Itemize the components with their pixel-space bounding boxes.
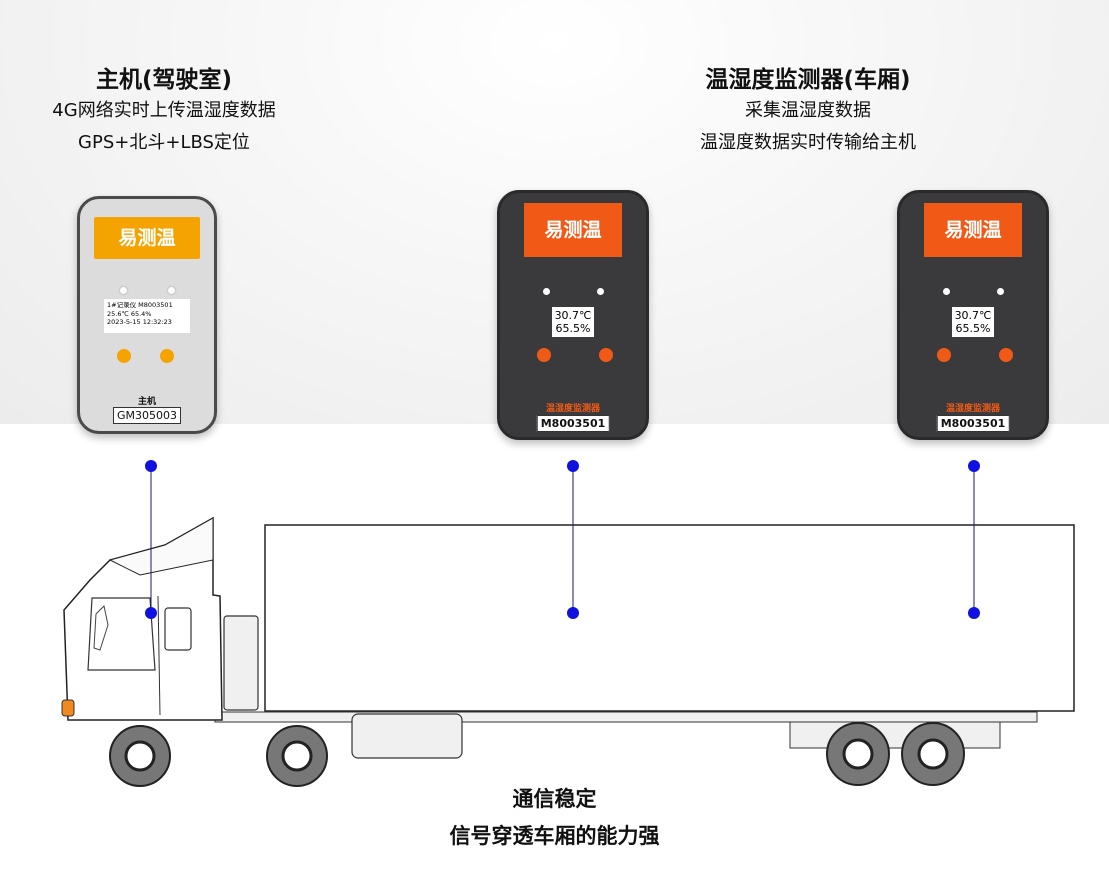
host-screen-line2: 25.6℃ 65.4% bbox=[107, 309, 152, 318]
sensor-2-connector bbox=[968, 460, 980, 619]
sensor-1-brand-logo: 易测温 bbox=[524, 203, 622, 257]
host-device-name: 主机 bbox=[137, 397, 157, 407]
sensor-title: 温湿度监测器(车厢) bbox=[705, 67, 911, 93]
host-led-left bbox=[120, 287, 127, 294]
host-screen-line1: 1#记录仪 M8003501 bbox=[107, 301, 173, 309]
host-serial: GM305003 bbox=[112, 407, 182, 424]
host-led-right bbox=[168, 287, 175, 294]
rear-wheel-2 bbox=[901, 722, 965, 786]
sensor-2-brand-logo: 易测温 bbox=[924, 203, 1022, 257]
fuel-tank bbox=[351, 713, 463, 759]
sensor-2-humidity: 65.5% bbox=[955, 322, 991, 335]
air-tank bbox=[223, 615, 259, 711]
sensor-2-left-button bbox=[937, 348, 951, 362]
cab-mirror bbox=[93, 604, 109, 651]
sensor-device-2: 易测温 30.7℃ 65.5% 温湿度监测器 M8003501 bbox=[897, 190, 1049, 440]
sensor-2-led-right bbox=[997, 288, 1004, 295]
host-desc-line1: 4G网络实时上传温湿度数据 bbox=[52, 100, 276, 121]
sensor-1-led-right bbox=[597, 288, 604, 295]
sensor-device-1: 易测温 30.7℃ 65.5% 温湿度监测器 M8003501 bbox=[497, 190, 649, 440]
sensor-2-temp: 30.7℃ bbox=[954, 309, 992, 322]
sensor-1-screen: 30.7℃ 65.5% bbox=[552, 307, 594, 337]
rear-underrun bbox=[789, 721, 1001, 749]
host-power-button bbox=[160, 349, 174, 363]
sensor-1-connector bbox=[567, 460, 579, 619]
cab-door-line bbox=[157, 595, 161, 716]
sensor-2-screen: 30.7℃ 65.5% bbox=[952, 307, 994, 337]
host-connector bbox=[145, 460, 157, 619]
host-device: 易测温 1#记录仪 M8003501 25.6℃ 65.4% 2023-5-15… bbox=[77, 196, 217, 434]
sensor-2-led-left bbox=[943, 288, 950, 295]
sensor-1-serial: M8003501 bbox=[536, 415, 610, 432]
sensor-2-serial: M8003501 bbox=[936, 415, 1010, 432]
host-title: 主机(驾驶室) bbox=[95, 67, 233, 93]
front-wheel bbox=[109, 725, 171, 787]
sensor-desc-line2: 温湿度数据实时传输给主机 bbox=[700, 132, 916, 153]
cab-side-window bbox=[164, 607, 192, 651]
sensor-2-name: 温湿度监测器 bbox=[945, 404, 1001, 414]
sensor-1-left-button bbox=[537, 348, 551, 362]
chassis-rail bbox=[214, 711, 1038, 723]
sensor-2-right-button bbox=[999, 348, 1013, 362]
host-brand-logo: 易测温 bbox=[94, 217, 200, 259]
middle-wheel bbox=[266, 725, 328, 787]
cab-windshield bbox=[87, 597, 156, 671]
sensor-1-temp: 30.7℃ bbox=[554, 309, 592, 322]
rear-wheel-1 bbox=[826, 722, 890, 786]
bottom-line2: 信号穿透车厢的能力强 bbox=[449, 824, 660, 848]
host-query-button bbox=[117, 349, 131, 363]
cab-headlight bbox=[61, 699, 75, 717]
cargo-box bbox=[264, 524, 1075, 712]
sensor-desc-line1: 采集温湿度数据 bbox=[745, 100, 871, 121]
host-screen: 1#记录仪 M8003501 25.6℃ 65.4% 2023-5-15 12:… bbox=[104, 299, 190, 333]
bottom-line1: 通信稳定 bbox=[512, 787, 597, 811]
sensor-1-name: 温湿度监测器 bbox=[545, 404, 601, 414]
host-screen-line3: 2023-5-15 12:32:23 bbox=[107, 318, 172, 326]
host-desc-line2: GPS+北斗+LBS定位 bbox=[78, 132, 250, 153]
cab-roof-fairing bbox=[108, 517, 214, 576]
sensor-1-humidity: 65.5% bbox=[555, 322, 591, 335]
sensor-1-right-button bbox=[599, 348, 613, 362]
sensor-1-led-left bbox=[543, 288, 550, 295]
